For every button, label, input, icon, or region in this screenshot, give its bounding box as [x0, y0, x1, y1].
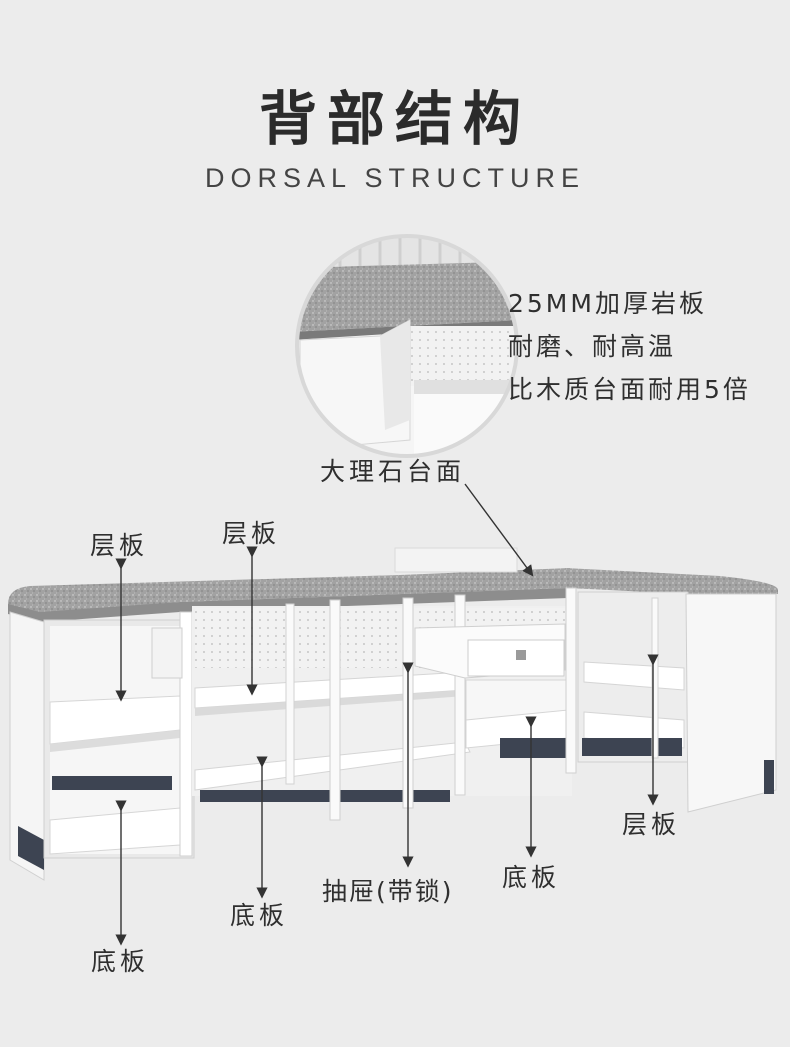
middle-cabinets	[151, 587, 577, 821]
feature-line-resistance: 耐磨、耐高温	[508, 332, 677, 361]
zoom-detail	[297, 236, 517, 456]
label-bottom-mid: 底板	[230, 901, 289, 930]
label-bottom-left: 底板	[91, 947, 150, 976]
label-marble-top: 大理石台面	[320, 457, 466, 486]
page-title: 背部结构	[258, 85, 531, 153]
right-cabinet	[577, 591, 777, 813]
label-shelf-mid: 层板	[222, 519, 281, 548]
label-bottom-right: 底板	[502, 863, 561, 892]
label-drawer: 抽屉(带锁)	[322, 877, 454, 906]
page-subtitle: DORSAL STRUCTURE	[204, 163, 586, 193]
feature-line-durability: 比木质台面耐用5倍	[508, 375, 751, 404]
label-shelf-left: 层板	[90, 531, 149, 560]
leader-lines	[115, 483, 659, 946]
label-shelf-right: 层板	[622, 810, 681, 839]
feature-line-thickness: 25MM加厚岩板	[508, 289, 707, 318]
